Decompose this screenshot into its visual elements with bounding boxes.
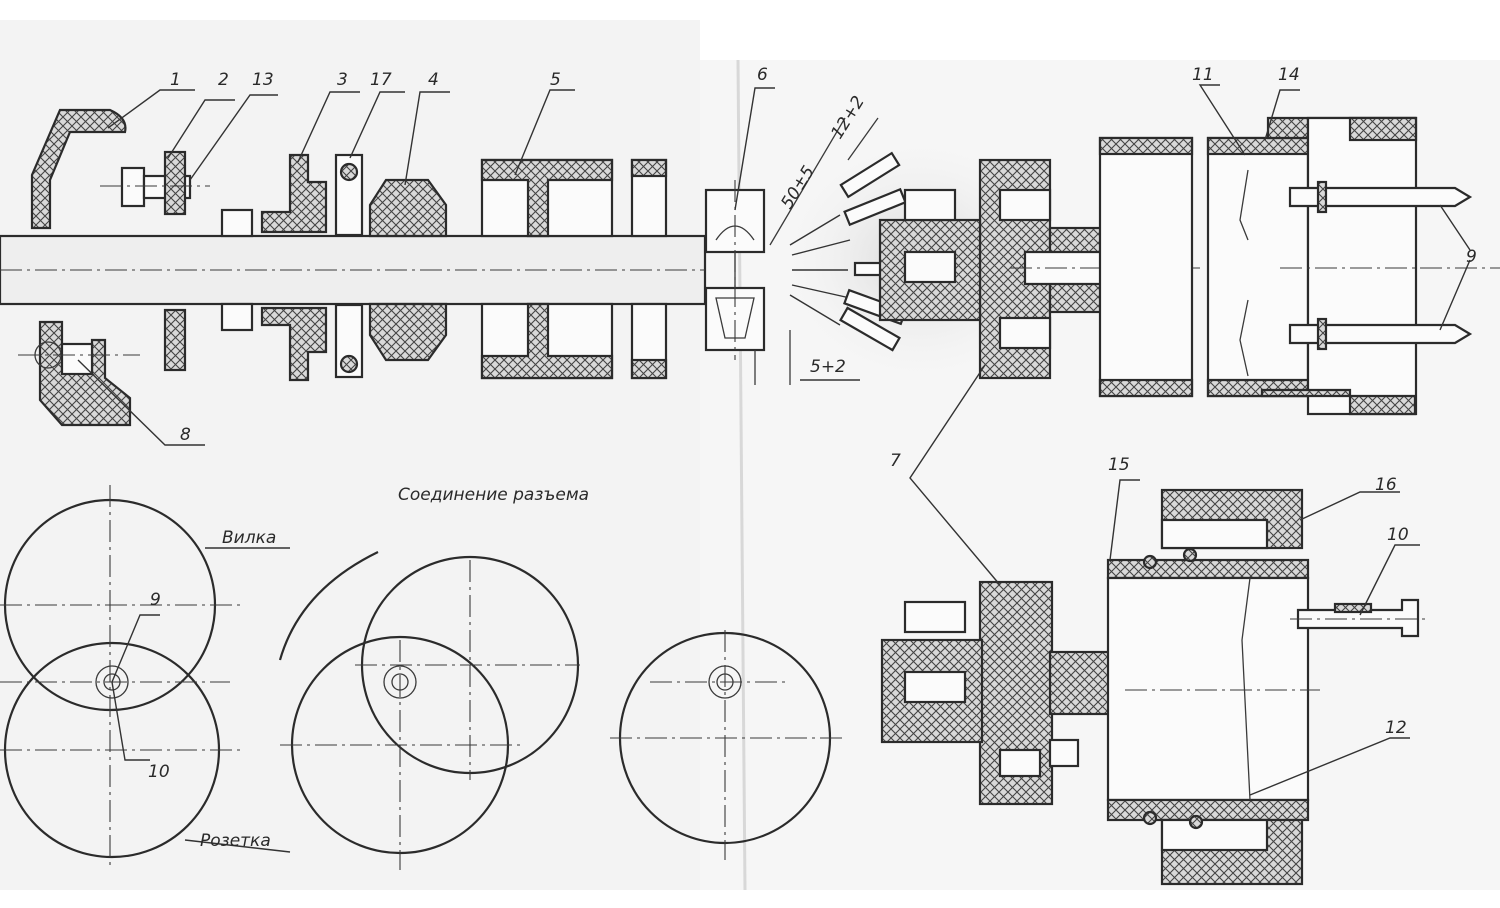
label-plug: Вилка bbox=[222, 528, 276, 548]
part-4-seal bbox=[368, 178, 448, 362]
callout-11: 11 bbox=[1192, 65, 1214, 85]
part-3-nut bbox=[220, 153, 328, 382]
callout-14: 14 bbox=[1278, 65, 1300, 85]
socket-housing bbox=[1106, 488, 1320, 886]
socket-pin-10 bbox=[1290, 598, 1430, 638]
callout-9-view: 9 bbox=[150, 590, 161, 610]
part-7-insulator bbox=[878, 158, 1112, 380]
left-sheet bbox=[0, 20, 700, 890]
callout-3: 3 bbox=[337, 70, 348, 90]
callout-8: 8 bbox=[180, 425, 191, 445]
mating-view-3 bbox=[610, 630, 845, 860]
callout-9-plug: 9 bbox=[1466, 247, 1477, 267]
label-socket: Розетка bbox=[200, 831, 271, 851]
callout-7: 7 bbox=[890, 451, 901, 471]
callout-2: 2 bbox=[218, 70, 229, 90]
plug-housing bbox=[1098, 116, 1500, 416]
callout-6: 6 bbox=[757, 65, 768, 85]
part-5-sleeve bbox=[480, 158, 668, 380]
callout-4: 4 bbox=[428, 70, 439, 90]
callout-12: 12 bbox=[1385, 718, 1407, 738]
mating-view-1 bbox=[0, 485, 245, 870]
callout-17: 17 bbox=[370, 70, 392, 90]
callout-13: 13 bbox=[252, 70, 274, 90]
dim-end: 5+2 bbox=[810, 357, 846, 377]
part-1-clamp bbox=[18, 108, 140, 427]
part-17-washer bbox=[334, 153, 364, 379]
callout-16: 16 bbox=[1375, 475, 1397, 495]
dimension-lines bbox=[754, 117, 879, 385]
callout-numbers: 1 2 13 3 17 4 5 6 11 14 9 8 7 15 16 10 1… bbox=[148, 65, 1477, 782]
caption-connection: Соединение разъема bbox=[398, 485, 589, 505]
callout-10-socket: 10 bbox=[1387, 525, 1409, 545]
callout-1: 1 bbox=[170, 70, 181, 90]
cable-main bbox=[0, 234, 707, 306]
part-6-contact-sleeve bbox=[704, 180, 766, 360]
leader-lines bbox=[77, 84, 1471, 853]
callout-15: 15 bbox=[1108, 455, 1130, 475]
callout-10-view: 10 bbox=[148, 762, 170, 782]
mating-view-2 bbox=[278, 551, 580, 870]
socket-insulator bbox=[880, 580, 1112, 806]
callout-5: 5 bbox=[550, 70, 561, 90]
part-2-13-screw bbox=[100, 150, 210, 372]
